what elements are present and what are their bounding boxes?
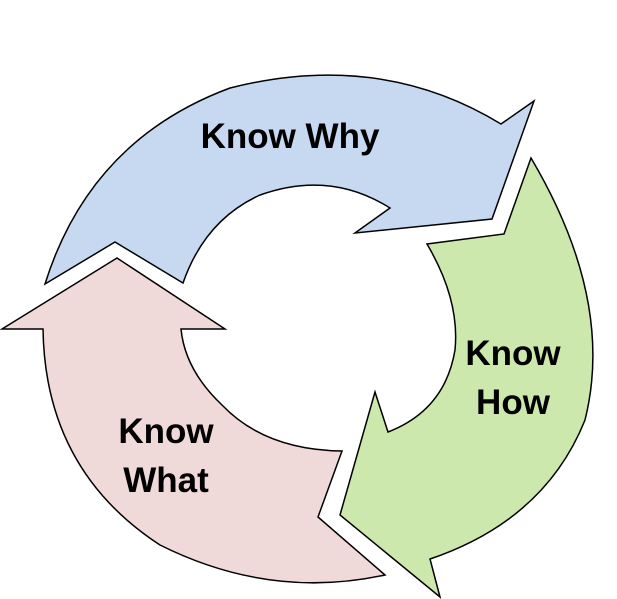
know-why-arrow	[43, 74, 536, 286]
know-what-label-line1: Know	[118, 412, 214, 451]
know-how-arrow	[339, 156, 594, 599]
know-what-label-line2: What	[123, 461, 209, 500]
know-what-arrow	[0, 257, 387, 584]
know-how-label-line2: How	[476, 383, 551, 422]
know-how-label-line1: Know	[465, 334, 561, 373]
know-why-label: Know Why	[201, 117, 380, 156]
